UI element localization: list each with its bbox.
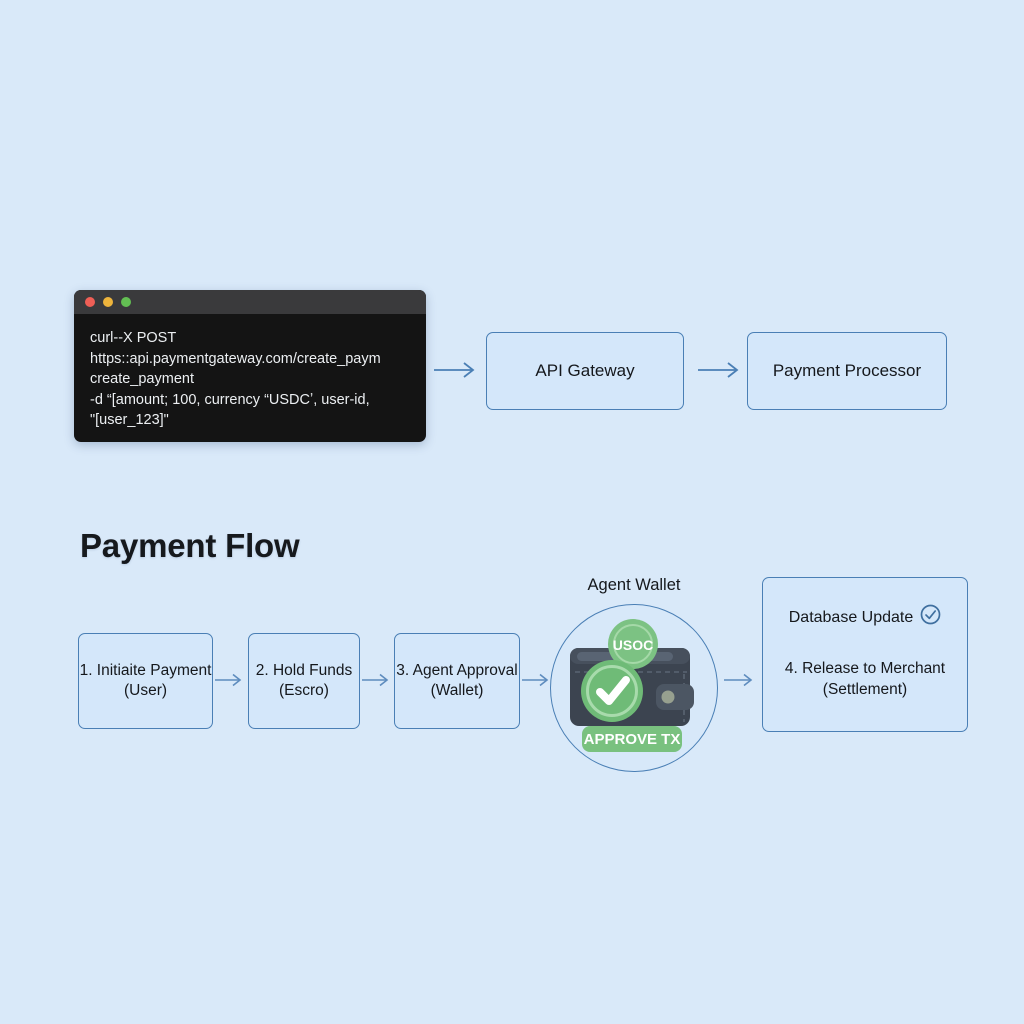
database-update-label: Database Update — [788, 609, 914, 627]
usdc-coin-text: USOC — [613, 637, 653, 653]
approve-tx-text: APPROVE TX — [584, 731, 681, 748]
step-2-line2: (Escro) — [279, 682, 329, 699]
arrow-step1-to-step2 — [215, 671, 247, 689]
box-payment-processor[interactable]: Payment Processor — [747, 332, 947, 410]
page-title: Payment Flow — [80, 527, 300, 564]
arrow-api-to-processor — [698, 360, 744, 380]
code-line: "[user_123]" — [90, 412, 169, 429]
terminal-code-body: curl--X POST https::api.paymentgateway.c… — [74, 314, 426, 431]
arrow-terminal-to-api — [434, 360, 480, 380]
database-update-row: Database Update — [789, 604, 942, 631]
approval-check-icon — [581, 660, 643, 722]
code-line: -d “[amount; 100, currency “USDCʼ, user-… — [90, 391, 370, 408]
code-line: https::api.paymentgateway.com/create_pay… — [90, 350, 381, 367]
window-minimize-dot[interactable] — [103, 297, 113, 307]
code-line: create_payment — [90, 371, 194, 388]
wallet-illustration: USOC APPROVE TX — [570, 619, 694, 752]
step-4-line2: (Settlement) — [822, 680, 908, 698]
terminal-title-bar — [74, 290, 426, 314]
agent-wallet-group: Agent Wallet USOC — [546, 576, 722, 782]
step-3-line1: 3. Agent Approval — [396, 661, 518, 679]
box-step-4-release-to-merchant[interactable]: Database Update 4. Release to Merchant (… — [762, 577, 968, 732]
terminal-window: curl--X POST https::api.paymentgateway.c… — [74, 290, 426, 442]
box-step-1-initiate-payment[interactable]: 1. Initiaite Payment (User) — [78, 633, 213, 729]
window-close-dot[interactable] — [85, 297, 95, 307]
step-1-line2: (User) — [123, 682, 168, 699]
box-step-2-hold-funds[interactable]: 2. Hold Funds (Escro) — [248, 633, 360, 729]
window-maximize-dot[interactable] — [121, 297, 131, 307]
approve-tx-badge: APPROVE TX — [582, 726, 682, 752]
box-api-gateway-label: API Gateway — [535, 360, 635, 380]
step-3-line2: (Wallet) — [430, 682, 484, 699]
step-2-line1: 2. Hold Funds — [255, 661, 353, 679]
agent-wallet-label: Agent Wallet — [587, 576, 681, 594]
box-payment-processor-label: Payment Processor — [772, 360, 922, 380]
step-4-line1: 4. Release to Merchant — [784, 660, 946, 678]
box-step-3-agent-approval[interactable]: 3. Agent Approval (Wallet) — [394, 633, 520, 729]
box-api-gateway[interactable]: API Gateway — [486, 332, 684, 410]
check-circle-icon — [920, 604, 941, 631]
step-1-line1: 1. Initiaite Payment — [79, 661, 212, 679]
code-line: curl--X POST — [90, 330, 177, 346]
arrow-step3-to-wallet — [522, 671, 554, 689]
arrow-step2-to-step3 — [362, 671, 394, 689]
usdc-coin-icon: USOC — [608, 619, 658, 669]
arrow-wallet-to-step4 — [724, 671, 758, 689]
